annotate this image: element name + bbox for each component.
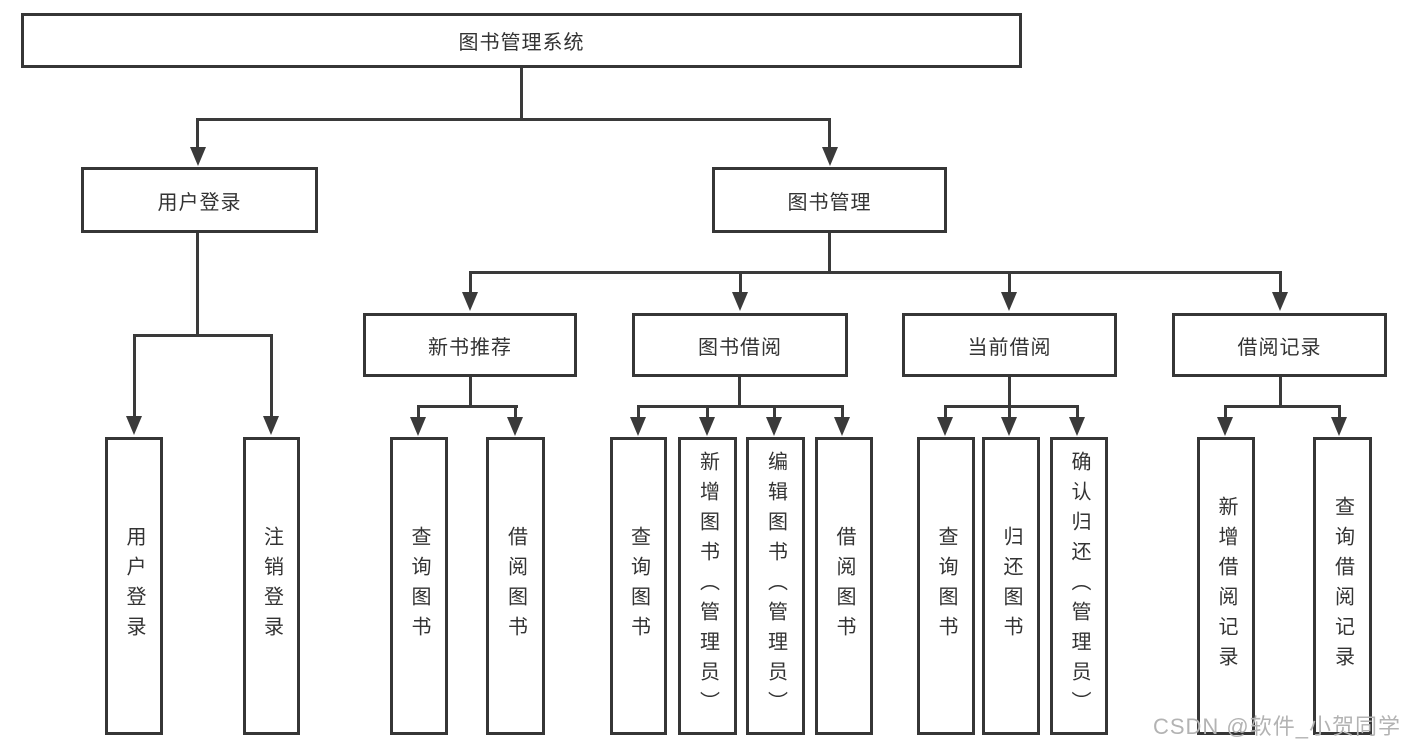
edge-bb-drop-2 xyxy=(706,405,709,420)
edge-nb-drop-2 xyxy=(514,405,517,420)
arrow-return-books xyxy=(1001,417,1017,436)
arrow-book-management xyxy=(822,147,838,166)
edge-cb-rail xyxy=(944,405,1079,408)
edge-br-drop-1 xyxy=(1224,405,1227,420)
arrow-add-books-admin xyxy=(699,417,715,436)
edge-bb-stem xyxy=(738,377,741,408)
edge-br-rail xyxy=(1224,405,1341,408)
node-current-borrow: 当前借阅 xyxy=(902,313,1117,377)
edge-l3-drop-1 xyxy=(469,271,472,296)
edge-l2-drop-right xyxy=(828,118,831,150)
node-book-borrow: 图书借阅 xyxy=(632,313,848,377)
edge-l3-drop-3 xyxy=(1008,271,1011,296)
edge-root-stem xyxy=(520,68,523,120)
leaf-query-books-1: 查询图书 xyxy=(390,437,448,735)
leaf-user-login: 用户登录 xyxy=(105,437,163,735)
arrow-current-borrow xyxy=(1001,292,1017,311)
leaf-edit-books-admin: 编辑图书（管理员） xyxy=(746,437,805,735)
edge-login-drop-2 xyxy=(270,334,273,418)
arrow-confirm-return-admin xyxy=(1069,417,1085,436)
leaf-add-books-admin: 新增图书（管理员） xyxy=(678,437,737,735)
arrow-user-login xyxy=(190,147,206,166)
node-new-book-recommend: 新书推荐 xyxy=(363,313,577,377)
edge-l3-rail xyxy=(469,271,1282,274)
edge-login-rail xyxy=(133,334,273,337)
leaf-logout: 注销登录 xyxy=(243,437,300,735)
edge-l3-drop-2 xyxy=(739,271,742,296)
leaf-borrow-books-2: 借阅图书 xyxy=(815,437,873,735)
edge-cb-stem xyxy=(1008,377,1011,408)
node-book-management: 图书管理 xyxy=(712,167,947,233)
edge-login-drop-1 xyxy=(133,334,136,418)
node-borrow-records: 借阅记录 xyxy=(1172,313,1387,377)
leaf-borrow-books-1: 借阅图书 xyxy=(486,437,545,735)
csdn-watermark: CSDN @软件_小贺同学 xyxy=(1152,714,1401,739)
leaf-query-books-2: 查询图书 xyxy=(610,437,667,735)
edge-nb-drop-1 xyxy=(417,405,420,420)
arrow-new-book-recommend xyxy=(462,292,478,311)
node-user-login: 用户登录 xyxy=(81,167,318,233)
edge-nb-stem xyxy=(469,377,472,408)
leaf-return-books: 归还图书 xyxy=(982,437,1040,735)
edge-login-stem xyxy=(196,233,199,336)
edge-bb-drop-4 xyxy=(841,405,844,420)
arrow-book-borrow xyxy=(732,292,748,311)
arrow-borrow-books-2 xyxy=(834,417,850,436)
edge-br-drop-2 xyxy=(1338,405,1341,420)
edge-cb-drop-3 xyxy=(1076,405,1079,420)
edge-l3-drop-4 xyxy=(1279,271,1282,296)
arrow-borrow-books-1 xyxy=(507,417,523,436)
arrow-borrow-records xyxy=(1272,292,1288,311)
arrow-leaf-user-login xyxy=(126,416,142,435)
leaf-query-borrow-record: 查询借阅记录 xyxy=(1313,437,1372,735)
edge-bb-drop-1 xyxy=(637,405,640,420)
leaf-confirm-return-admin: 确认归还（管理员） xyxy=(1050,437,1108,735)
edge-br-stem xyxy=(1279,377,1282,408)
edge-nb-rail xyxy=(417,405,518,408)
arrow-add-borrow-record xyxy=(1217,417,1233,436)
arrow-query-books-2 xyxy=(630,417,646,436)
arrow-query-books-1 xyxy=(410,417,426,436)
node-root: 图书管理系统 xyxy=(21,13,1022,68)
arrow-leaf-logout xyxy=(263,416,279,435)
edge-mgmt-stem xyxy=(828,233,831,274)
edge-bb-rail xyxy=(637,405,844,408)
arrow-query-books-3 xyxy=(937,417,953,436)
leaf-query-books-3: 查询图书 xyxy=(917,437,975,735)
edge-l2-drop-left xyxy=(196,118,199,150)
edge-cb-drop-1 xyxy=(944,405,947,420)
arrow-query-borrow-record xyxy=(1331,417,1347,436)
arrow-edit-books-admin xyxy=(766,417,782,436)
edge-cb-drop-2 xyxy=(1008,405,1011,420)
leaf-add-borrow-record: 新增借阅记录 xyxy=(1197,437,1255,735)
edge-bb-drop-3 xyxy=(773,405,776,420)
edge-l2-rail xyxy=(196,118,831,121)
